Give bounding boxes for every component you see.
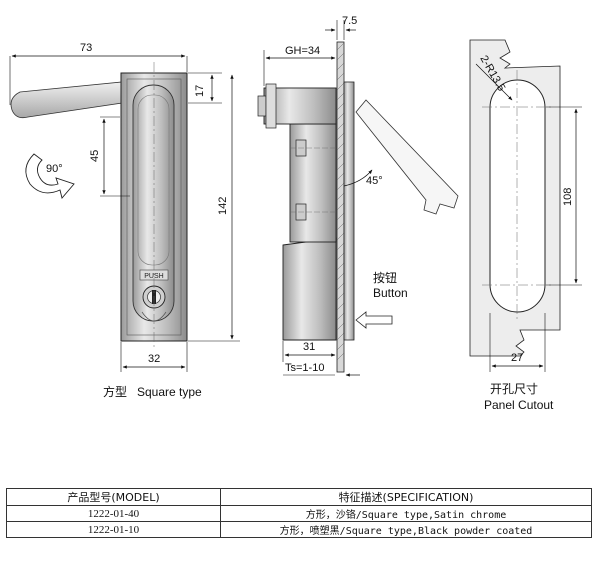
rotated-handle bbox=[355, 99, 459, 215]
cutout-caption-cn: 开孔尺寸 bbox=[490, 382, 538, 396]
header-model: 产品型号(MODEL) bbox=[6, 488, 221, 506]
handle-lever bbox=[10, 81, 123, 119]
model-cell: 1222-01-40 bbox=[6, 505, 221, 522]
dim-width-73: 73 bbox=[80, 42, 92, 54]
spec-cell: 方形，喷塑黑/Square type,Black powder coated bbox=[220, 521, 592, 538]
table-row: 1222-01-40 方形，沙铬/Square type,Satin chrom… bbox=[6, 505, 592, 522]
key-label: PUSH bbox=[144, 273, 163, 280]
dim-depth-31: 31 bbox=[303, 341, 315, 353]
dim-ts: Ts=1-10 bbox=[285, 362, 324, 374]
cutout-view: 2-R13.5 108 27 开孔尺寸 Panel Cutout bbox=[469, 39, 582, 412]
rotation-arrow-icon bbox=[25, 153, 75, 199]
mounting-panel bbox=[336, 41, 345, 373]
front-caption-en: Square type bbox=[137, 385, 202, 399]
button-label-cn: 按钮 bbox=[373, 270, 397, 285]
dim-gh-34: GH=34 bbox=[285, 45, 320, 57]
cutout-caption-en: Panel Cutout bbox=[484, 398, 554, 412]
side-view: 7.5 GH=34 45° 31 Ts=1-10 按钮 Button bbox=[257, 15, 459, 377]
table-row: 1222-01-10 方形，喷塑黑/Square type,Black powd… bbox=[6, 521, 592, 538]
technical-drawing: PUSH 73 17 45 142 32 90° 方型 Sq bbox=[9, 15, 582, 412]
nut-top bbox=[265, 83, 277, 129]
dim-top-17: 17 bbox=[194, 85, 206, 97]
front-caption-cn: 方型 bbox=[103, 384, 127, 399]
dim-cutout-108: 108 bbox=[562, 188, 574, 206]
spec-table: 产品型号(MODEL) 特征描述(SPECIFICATION) 1222-01-… bbox=[6, 488, 592, 538]
dim-angle-45: 45° bbox=[366, 175, 383, 187]
dim-height-142: 142 bbox=[217, 197, 229, 215]
button-label-en: Button bbox=[373, 286, 408, 300]
table-header-row: 产品型号(MODEL) 特征描述(SPECIFICATION) bbox=[6, 488, 592, 506]
push-arrow-icon bbox=[355, 311, 393, 329]
spec-cell: 方形，沙铬/Square type,Satin chrome bbox=[220, 505, 592, 522]
model-cell: 1222-01-10 bbox=[6, 521, 221, 538]
side-lock-body bbox=[282, 237, 337, 341]
dim-handle-45: 45 bbox=[89, 150, 101, 162]
cutout-slot bbox=[489, 79, 546, 313]
dim-thickness-7-5: 7.5 bbox=[342, 15, 357, 27]
front-view: PUSH 73 17 45 142 32 90° 方型 Sq bbox=[9, 42, 240, 399]
rotation-label: 90° bbox=[46, 163, 63, 175]
header-spec: 特征描述(SPECIFICATION) bbox=[220, 488, 592, 506]
dim-base-32: 32 bbox=[148, 353, 160, 365]
dim-cutout-27: 27 bbox=[511, 352, 523, 364]
